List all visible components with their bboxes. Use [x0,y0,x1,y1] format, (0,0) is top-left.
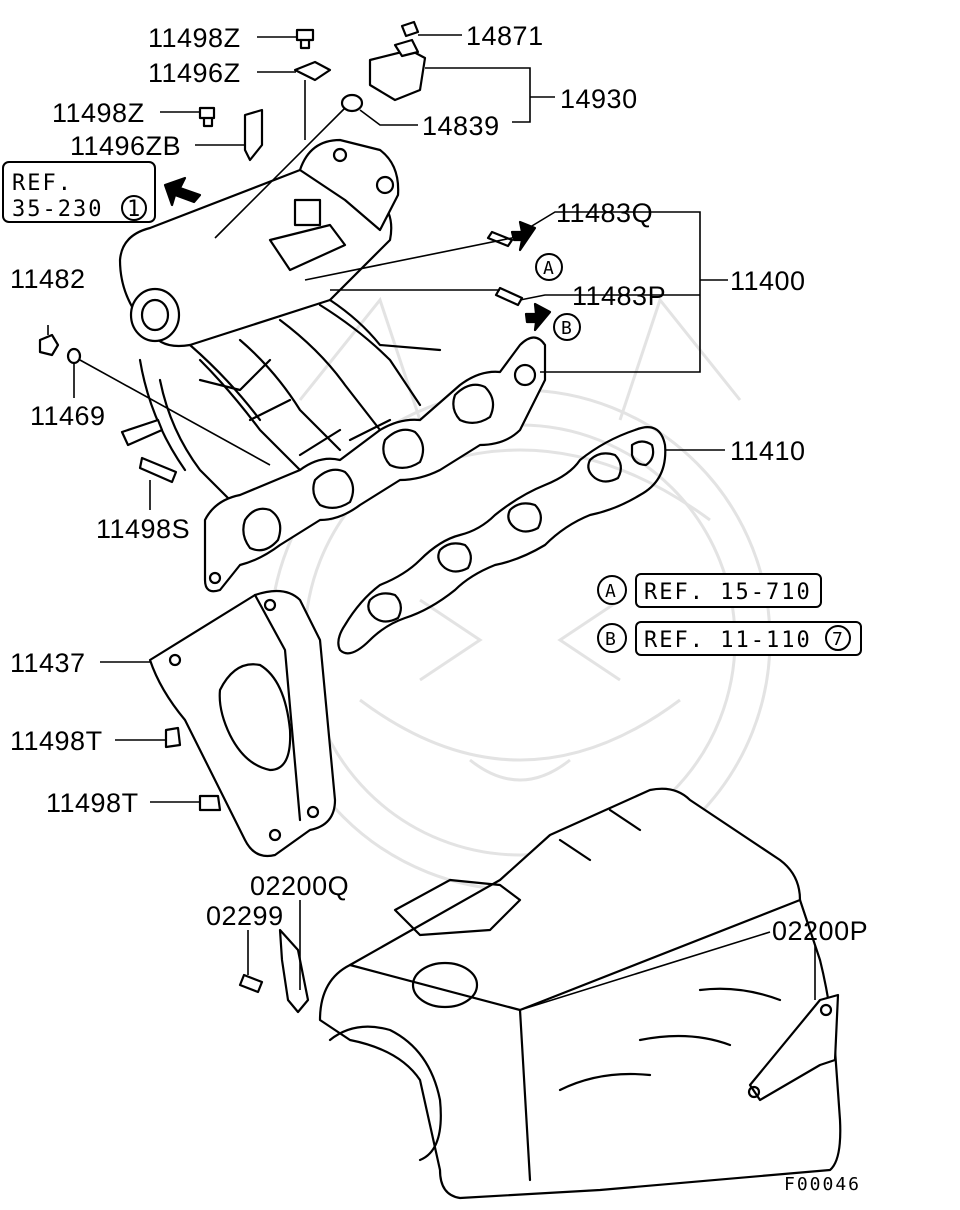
ref-box-line1: REF. [12,171,73,196]
callout-14871: 14871 [466,21,544,51]
leader-lines [47,34,816,1011]
pin-markers: A B [535,253,581,341]
callout-02200Q: 02200Q [250,871,349,901]
diagram-code: F00046 [784,1174,861,1195]
callout-11496ZB: 11496ZB [70,131,181,161]
cylinder-head [318,787,842,1200]
callout-11483Q: 11483Q [556,198,653,228]
callout-11469: 11469 [30,401,106,431]
callout-11498T-upper: 11498T [10,726,103,756]
callout-labels: 11498Z 11496Z 11498Z 11496ZB 14871 14930… [10,21,868,946]
callout-11498S: 11498S [96,514,190,544]
callout-11400: 11400 [730,266,806,296]
callout-14839: 14839 [422,111,500,141]
callout-11482: 11482 [10,264,86,294]
marker-a: A [543,258,554,279]
ref-box: REF. 35-230 1 [2,161,156,223]
callout-11410: 11410 [730,436,806,466]
legend-marker-a: A [605,581,616,602]
manifold-gasket [337,426,667,655]
manifold-stay [148,589,337,858]
callout-11498Z-left: 11498Z [52,98,145,128]
legend-marker-b: B [605,629,616,650]
callout-02200P: 02200P [772,916,868,946]
legend-text-a: REF. 15-710 [644,580,812,605]
callout-11437: 11437 [10,648,86,678]
callout-14930: 14930 [560,84,638,114]
callout-02299: 02299 [206,901,284,931]
legend: A REF. 15-710 B REF. 11-110 7 [597,573,862,656]
callout-11496Z: 11496Z [148,58,241,88]
callout-11483P: 11483P [572,281,666,311]
callout-11498T-lower: 11498T [46,788,139,818]
intake-manifold [118,138,547,593]
small-parts [38,20,840,1102]
legend-circle-number-b: 7 [832,629,843,650]
ref-box-line2: 35-230 [12,197,103,222]
legend-text-b: REF. 11-110 [644,628,812,653]
callout-11498Z-top: 11498Z [148,23,241,53]
marker-b: B [561,318,572,339]
ref-box-circle-number: 1 [127,197,140,222]
